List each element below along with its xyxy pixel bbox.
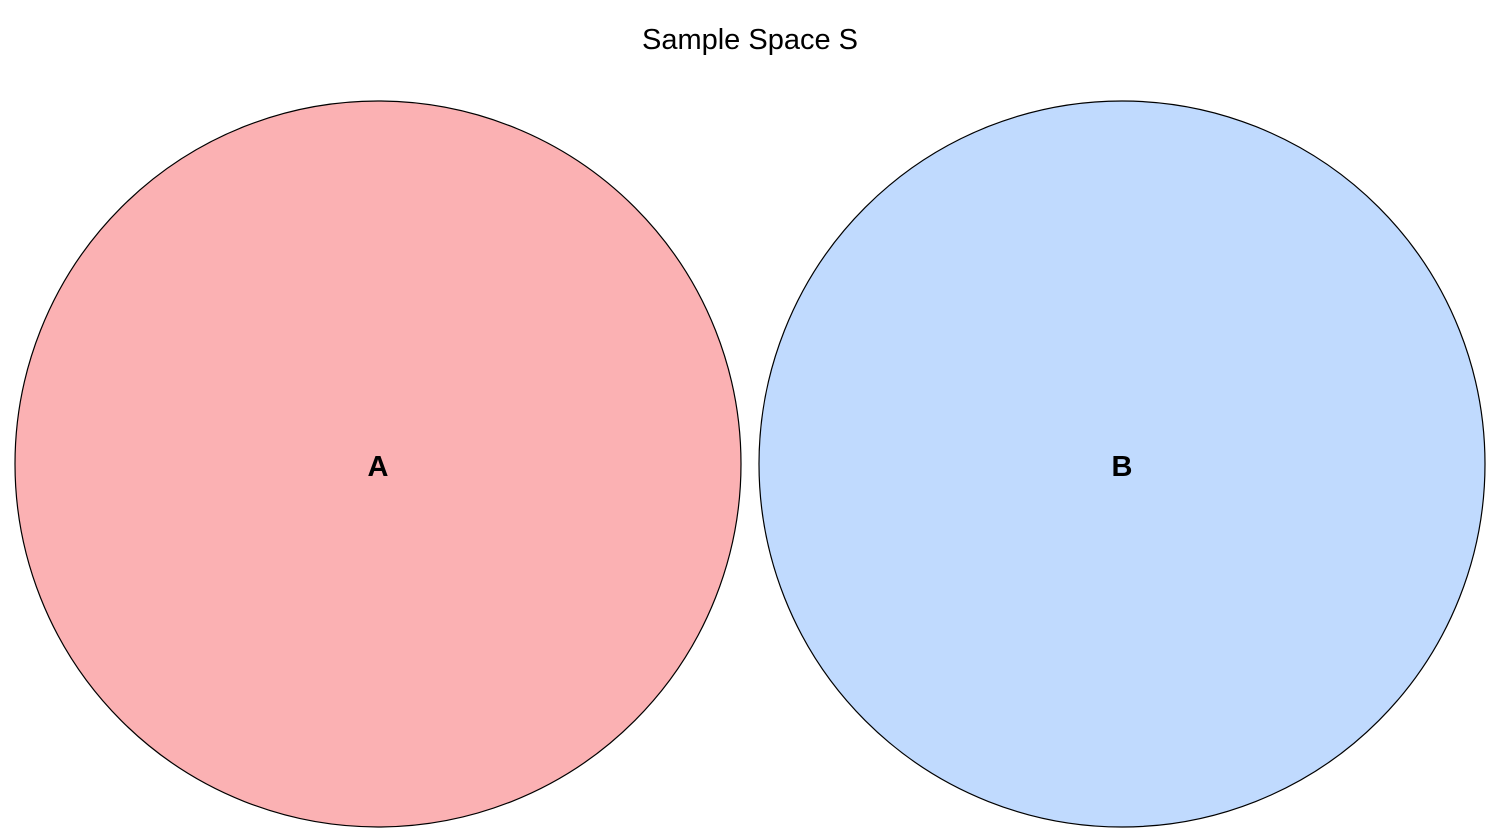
set-a-circle [14,100,742,828]
set-a-label: A [368,451,389,483]
diagram-title: Sample Space S [641,24,858,56]
set-b-label: B [1112,451,1133,483]
set-b-circle [758,100,1486,828]
